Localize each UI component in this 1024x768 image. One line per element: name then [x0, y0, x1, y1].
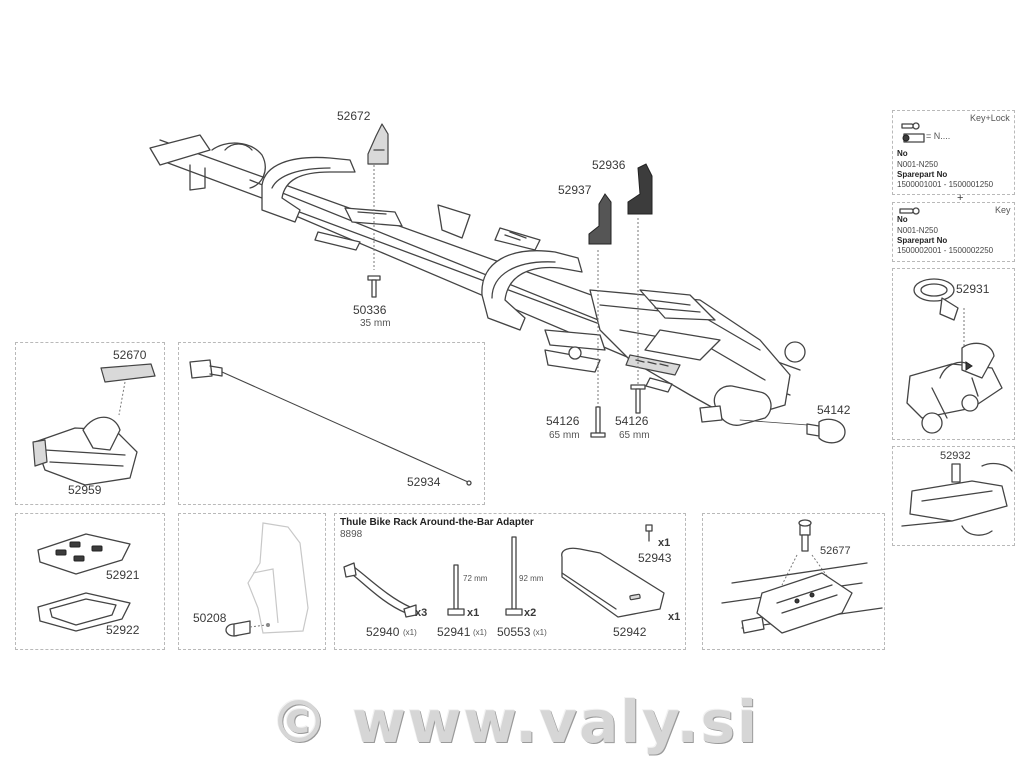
- key-sparepart-range: 1500002001 - 1500002250: [897, 246, 994, 255]
- wheel-tray-52959-icon: [32, 416, 138, 486]
- panel-52670-52959: [15, 342, 165, 505]
- adapter-parts-icons: [343, 524, 665, 618]
- bolt-50336-icon: [367, 275, 381, 298]
- plate-52921-icon: [37, 533, 131, 575]
- panel-52934: [178, 342, 485, 505]
- part-qty-52940: x3: [415, 607, 428, 619]
- housing-50208-ghost-icon: [225, 522, 309, 637]
- keylock-equals-text: = N....: [926, 131, 951, 141]
- key-sparepart-label: Sparepart No: [897, 236, 948, 245]
- part-label-50208: 50208: [193, 611, 227, 625]
- buckle-52936-icon: [627, 163, 653, 215]
- plus-sign: +: [957, 192, 964, 204]
- key-no-range: N001-N250: [897, 226, 938, 235]
- part-qty-52941: x1: [467, 607, 480, 619]
- key-no-label: No: [897, 215, 908, 224]
- key-panel: [892, 202, 1015, 262]
- bolt-54126-right-icon: [630, 384, 646, 414]
- part-length-54126-right: 65 mm: [619, 430, 650, 441]
- mount-52677-icon: [721, 519, 883, 634]
- cable-52934-icon: [189, 359, 472, 486]
- part-sub-52941: (x1): [473, 628, 487, 637]
- part-length-50336: 35 mm: [360, 318, 391, 329]
- part-sub-52940: (x1): [403, 628, 417, 637]
- bracket-52932-icon: [901, 462, 1013, 536]
- part-label-52937: 52937: [558, 183, 592, 197]
- part-label-50336: 50336: [353, 303, 387, 317]
- keylock-sparepart-range: 1500001001 - 1500001250: [897, 180, 994, 189]
- panel-52931: [892, 268, 1015, 440]
- adapter-panel: [334, 513, 686, 650]
- keylock-no-label: No: [897, 149, 908, 158]
- part-length-54126-left: 65 mm: [549, 430, 580, 441]
- part-qty-52943: x1: [658, 537, 671, 549]
- keylock-header: Key+Lock: [970, 113, 1010, 123]
- part-label-52672: 52672: [337, 109, 371, 123]
- part-label-52959: 52959: [68, 483, 102, 497]
- part-length-52941: 72 mm: [463, 574, 488, 583]
- keylock-no-range: N001-N250: [897, 160, 938, 169]
- part-label-52940: 52940: [366, 625, 400, 639]
- part-label-52677: 52677: [820, 545, 851, 557]
- part-label-54142: 54142: [817, 403, 851, 417]
- clamp-ring-52931-icon: [906, 278, 1003, 434]
- part-sub-50553: (x1): [533, 628, 547, 637]
- buckle-52672-icon: [367, 123, 389, 165]
- part-qty-52942: x1: [668, 611, 681, 623]
- panel-50208: [178, 513, 326, 650]
- panel-52677: [702, 513, 885, 650]
- part-label-52942: 52942: [613, 625, 647, 639]
- bolt-54126-left-icon: [590, 406, 606, 438]
- part-label-52921: 52921: [106, 568, 140, 582]
- keylock-panel: [892, 110, 1015, 195]
- part-label-52931: 52931: [956, 282, 990, 296]
- watermark: © www.valy.si: [270, 688, 760, 756]
- part-label-54126-left: 54126: [546, 414, 580, 428]
- part-label-50553: 50553: [497, 625, 531, 639]
- part-label-52936: 52936: [592, 158, 626, 172]
- buckle-52937-icon: [588, 193, 612, 245]
- panel-52932: [892, 446, 1015, 546]
- part-label-52941: 52941: [437, 625, 471, 639]
- part-label-52943: 52943: [638, 551, 672, 565]
- part-label-52934: 52934: [407, 475, 441, 489]
- key-icon: [899, 207, 920, 215]
- part-qty-50553: x2: [524, 607, 537, 619]
- frame-52922-icon: [37, 592, 131, 632]
- key-and-lock-cylinder-icon: [901, 122, 925, 143]
- part-label-52670: 52670: [113, 348, 147, 362]
- knob-54142-icon: [806, 418, 846, 444]
- panel-52921-52922: [15, 513, 165, 650]
- part-length-50553: 92 mm: [519, 574, 544, 583]
- adapter-title: Thule Bike Rack Around-the-Bar Adapter: [340, 517, 534, 528]
- part-label-52932: 52932: [940, 450, 971, 462]
- part-label-54126-right: 54126: [615, 414, 649, 428]
- part-label-52922: 52922: [106, 623, 140, 637]
- key-header: Key: [995, 205, 1011, 215]
- strap-52670-icon: [100, 363, 156, 416]
- adapter-code: 8898: [340, 529, 363, 540]
- keylock-sparepart-label: Sparepart No: [897, 170, 948, 179]
